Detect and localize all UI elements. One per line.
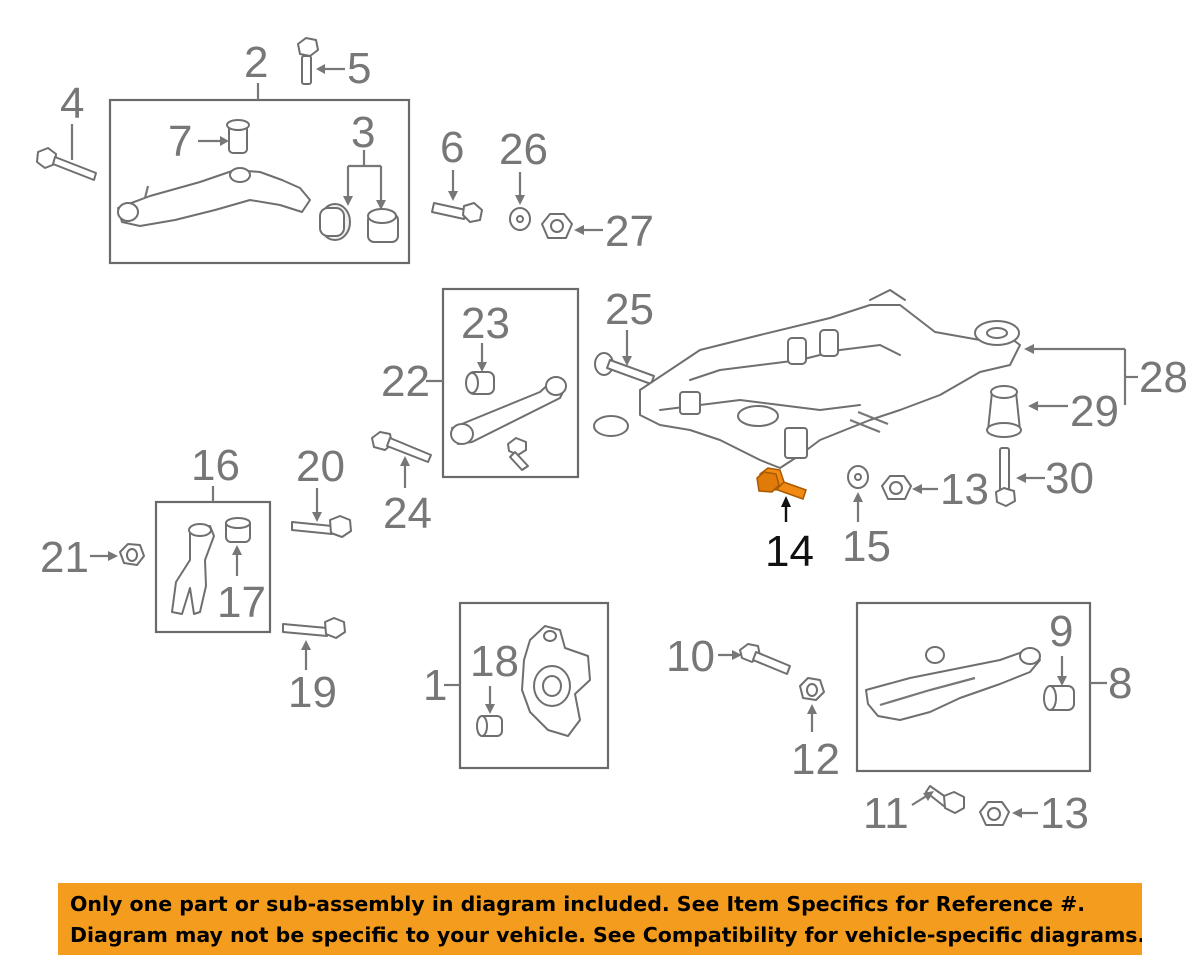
callout-26: 26 <box>499 125 548 174</box>
callout-11: 11 <box>863 789 909 838</box>
callout-17: 17 <box>217 578 266 627</box>
bolt-19[interactable] <box>282 617 346 639</box>
lower-control-arm-8[interactable] <box>865 646 1041 721</box>
bushing-3b[interactable] <box>367 208 399 243</box>
callout-8: 8 <box>1108 659 1132 708</box>
callout-14: 14 <box>765 527 814 576</box>
callout-24: 24 <box>383 489 432 538</box>
group-box-8 <box>855 601 1092 773</box>
nut-13a[interactable] <box>881 475 912 500</box>
callout-21: 21 <box>40 533 89 582</box>
group-box-22 <box>441 287 580 479</box>
parts-diagram: 2 7 3 4 5 <box>36 37 1188 838</box>
callout-5: 5 <box>347 44 371 93</box>
callout-25: 25 <box>605 285 654 334</box>
nut-27[interactable] <box>541 213 573 239</box>
bolt-5[interactable] <box>297 37 319 85</box>
bolt-14-highlighted[interactable] <box>756 467 807 500</box>
bushing-9[interactable] <box>1043 685 1075 711</box>
bolt-30[interactable] <box>995 447 1016 507</box>
mount-29[interactable] <box>986 385 1022 438</box>
bolt-20[interactable] <box>291 515 352 538</box>
bolt-link[interactable] <box>507 437 529 471</box>
nut-13b[interactable] <box>979 801 1010 826</box>
bolt-10[interactable] <box>739 643 791 675</box>
upper-control-arm[interactable] <box>117 167 311 227</box>
callout-3: 3 <box>351 108 375 157</box>
callout-2: 2 <box>244 38 268 87</box>
callout-13a: 13 <box>940 465 989 514</box>
bushing-3a[interactable] <box>319 203 351 241</box>
bolt-11[interactable] <box>925 785 965 814</box>
knuckle-1[interactable] <box>521 625 591 737</box>
nut-12[interactable] <box>799 677 825 701</box>
bolt-4[interactable] <box>36 147 97 181</box>
trailing-link-22[interactable] <box>450 376 567 445</box>
callout-19: 19 <box>288 668 337 717</box>
nut-21[interactable] <box>119 543 145 566</box>
callout-13b: 13 <box>1040 789 1089 838</box>
subframe-28[interactable] <box>593 289 1021 469</box>
callout-29: 29 <box>1070 387 1119 436</box>
callout-27: 27 <box>605 207 654 256</box>
bushing-18[interactable] <box>476 715 503 737</box>
callout-9: 9 <box>1049 607 1073 656</box>
group-box-2 <box>108 98 411 265</box>
callout-6: 6 <box>440 123 464 172</box>
washer-15[interactable] <box>847 465 869 489</box>
notice-line-2: Diagram may not be specific to your vehi… <box>70 923 1142 947</box>
callout-23: 23 <box>461 299 510 348</box>
callout-1: 1 <box>423 661 447 710</box>
washer-26[interactable] <box>509 207 531 231</box>
bolt-24[interactable] <box>371 431 432 463</box>
bushing-17[interactable] <box>225 517 251 543</box>
bushing-23[interactable] <box>465 371 495 395</box>
callout-28: 28 <box>1139 353 1188 402</box>
callout-7: 7 <box>168 117 192 166</box>
callout-18: 18 <box>470 637 519 686</box>
callout-10: 10 <box>666 632 715 681</box>
callout-22: 22 <box>381 357 430 406</box>
notice-line-1: Only one part or sub-assembly in diagram… <box>70 892 1086 916</box>
callout-4: 4 <box>60 79 84 128</box>
bushing-7[interactable] <box>226 119 250 154</box>
link-16[interactable] <box>171 523 215 615</box>
bolt-6[interactable] <box>431 202 483 223</box>
callout-20: 20 <box>296 442 345 491</box>
callout-30: 30 <box>1045 454 1094 503</box>
callout-15: 15 <box>842 522 891 571</box>
callout-12: 12 <box>791 735 840 784</box>
callout-16: 16 <box>191 441 240 490</box>
notice-banner: Only one part or sub-assembly in diagram… <box>58 883 1142 955</box>
